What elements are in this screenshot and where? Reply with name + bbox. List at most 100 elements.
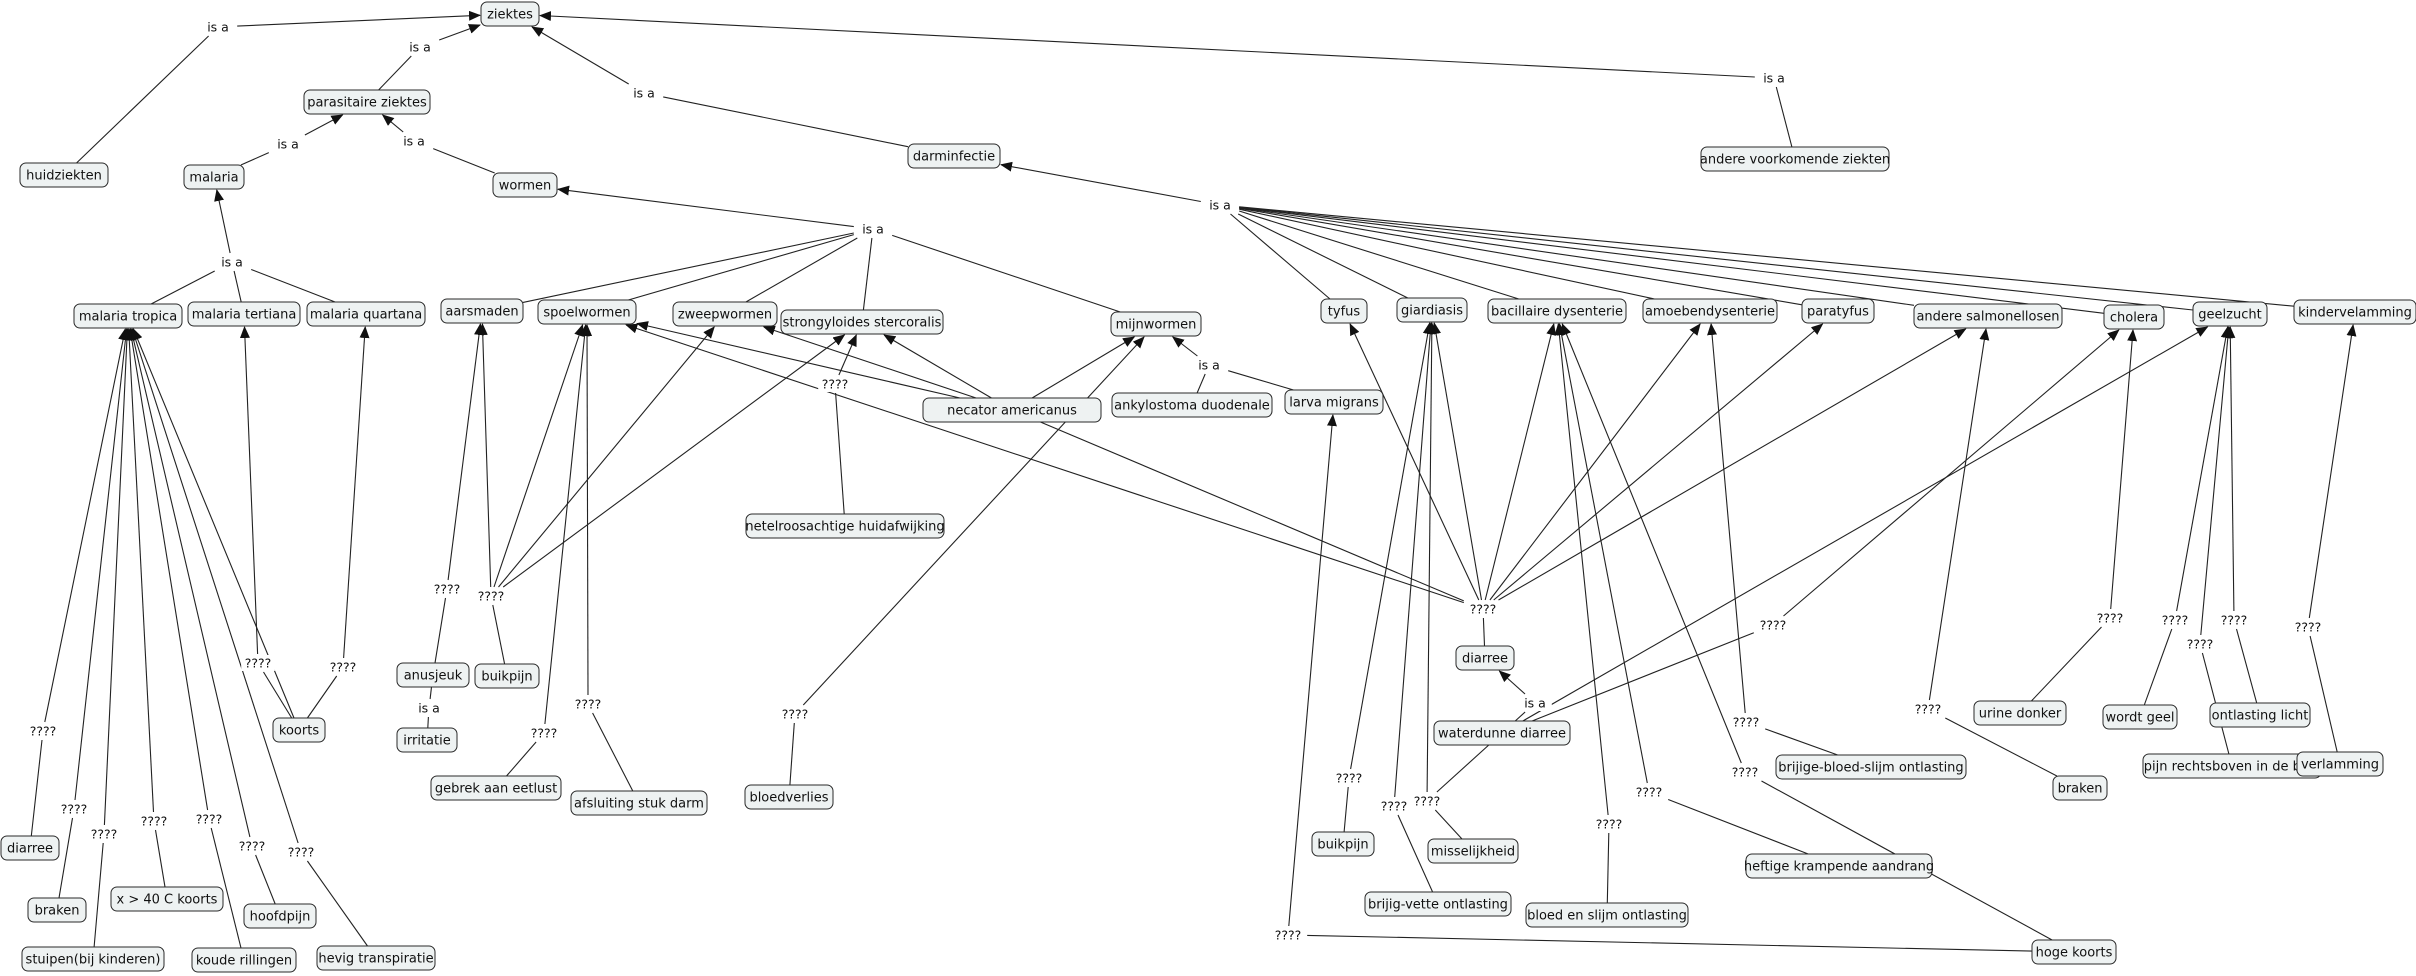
linking-phrase[interactable]: is a	[1518, 695, 1552, 711]
concept-node-parasitaire[interactable]: parasitaire ziektes	[303, 89, 431, 115]
linking-phrase[interactable]: ????	[1332, 770, 1366, 786]
concept-node-misselijkheid[interactable]: misselijkheid	[1427, 838, 1519, 864]
linking-phrase[interactable]: ????	[1410, 793, 1444, 809]
linking-phrase[interactable]: ????	[2093, 610, 2127, 626]
concept-node-pijn-rechts[interactable]: pijn rechtsboven in de buik	[2142, 753, 2322, 779]
linking-phrase[interactable]: ????	[2183, 636, 2217, 652]
concept-node-waterdunne[interactable]: waterdunne diarree	[1433, 720, 1571, 746]
linking-phrase[interactable]: is a	[271, 136, 305, 152]
linking-phrase[interactable]: ????	[1271, 927, 1305, 943]
linking-phrase[interactable]: ????	[1592, 816, 1626, 832]
concept-node-krampende[interactable]: heftige krampende aandrang	[1744, 853, 1934, 879]
linking-phrase[interactable]: ????	[326, 659, 360, 675]
linking-phrase[interactable]: ????	[137, 813, 171, 829]
concept-node-stuipen[interactable]: stuipen(bij kinderen)	[21, 946, 165, 972]
concept-node-geelzucht[interactable]: geelzucht	[2192, 301, 2268, 327]
concept-node-x40[interactable]: x > 40 C koorts	[110, 886, 224, 912]
concept-node-irritatie[interactable]: irritatie	[396, 727, 458, 753]
linking-phrase[interactable]: is a	[627, 85, 661, 101]
linking-phrase[interactable]: ????	[87, 826, 121, 842]
linking-phrase[interactable]: ????	[192, 811, 226, 827]
linking-phrase[interactable]: is a	[201, 19, 235, 35]
concept-node-huidziekten[interactable]: huidziekten	[19, 162, 109, 188]
linking-phrase[interactable]: ????	[1466, 601, 1500, 617]
concept-node-hoofdpijn[interactable]: hoofdpijn	[243, 903, 317, 929]
concept-node-necator[interactable]: necator americanus	[922, 397, 1102, 423]
linking-phrase[interactable]: is a	[403, 39, 437, 55]
concept-node-ankylostoma[interactable]: ankylostoma duodenale	[1111, 392, 1273, 418]
concept-node-larva[interactable]: larva migrans	[1284, 389, 1384, 415]
linking-phrase[interactable]: ????	[430, 581, 464, 597]
concept-node-salmonellosen[interactable]: andere salmonellosen	[1913, 303, 2063, 329]
concept-node-bloedverlies[interactable]: bloedverlies	[744, 784, 834, 810]
concept-node-diarree1[interactable]: diarree	[0, 835, 60, 861]
linking-phrase[interactable]: ????	[26, 723, 60, 739]
concept-node-bacillaire[interactable]: bacillaire dysenterie	[1487, 298, 1627, 324]
concept-node-malaria[interactable]: malaria	[183, 164, 245, 190]
concept-node-tyfus[interactable]: tyfus	[1320, 298, 1368, 324]
concept-node-netelroos[interactable]: netelroosachtige huidafwijking	[745, 513, 945, 539]
concept-node-giardiasis[interactable]: giardiasis	[1396, 297, 1468, 323]
concept-node-malaria-quartana[interactable]: malaria quartana	[306, 301, 426, 327]
linking-phrase[interactable]: ????	[2158, 612, 2192, 628]
concept-node-bloed-slijm[interactable]: bloed en slijm ontlasting	[1525, 902, 1689, 928]
concept-node-brijige-bloed[interactable]: brijige-bloed-slijm ontlasting	[1775, 754, 1967, 780]
linking-phrase[interactable]: ????	[1728, 764, 1762, 780]
linking-phrase[interactable]: ????	[241, 655, 275, 671]
concept-node-cholera[interactable]: cholera	[2103, 304, 2165, 330]
linking-phrase[interactable]: ????	[571, 696, 605, 712]
concept-node-verlamming[interactable]: verlamming	[2296, 751, 2384, 777]
linking-phrase[interactable]: ????	[235, 838, 269, 854]
concept-node-malaria-tropica[interactable]: malaria tropica	[73, 303, 183, 329]
linking-phrase[interactable]: ????	[284, 844, 318, 860]
concept-node-aarsmaden[interactable]: aarsmaden	[440, 298, 524, 324]
concept-node-afsluiting[interactable]: afsluiting stuk darm	[570, 790, 708, 816]
concept-node-ziektes[interactable]: ziektes	[480, 1, 540, 27]
concept-node-anusjeuk[interactable]: anusjeuk	[396, 662, 470, 688]
concept-node-urine[interactable]: urine donker	[1973, 700, 2067, 726]
concept-node-diarree2[interactable]: diarree	[1455, 645, 1515, 671]
concept-node-wormen[interactable]: wormen	[492, 172, 558, 198]
linking-phrase[interactable]: ????	[1729, 714, 1763, 730]
linking-phrase[interactable]: ????	[1756, 617, 1790, 633]
linking-phrase[interactable]: is a	[412, 700, 446, 716]
linking-phrase[interactable]: is a	[397, 133, 431, 149]
concept-node-buikpijn2[interactable]: buikpijn	[1311, 831, 1375, 857]
concept-node-hoge-koorts[interactable]: hoge koorts	[2031, 939, 2117, 965]
concept-node-transpiratie[interactable]: hevig transpiratie	[316, 945, 436, 971]
linking-phrase[interactable]: ????	[818, 376, 852, 392]
linking-phrase[interactable]: is a	[856, 221, 890, 237]
concept-node-ontlasting-licht[interactable]: ontlasting licht	[2209, 702, 2311, 728]
concept-node-kinderverlamming[interactable]: kindervelamming	[2293, 299, 2416, 325]
concept-node-darminfectie[interactable]: darminfectie	[907, 143, 1001, 169]
concept-node-buikpijn1[interactable]: buikpijn	[474, 663, 540, 689]
concept-node-rillingen[interactable]: koude rillingen	[191, 947, 297, 973]
concept-node-brijig-vette[interactable]: brijig-vette ontlasting	[1364, 891, 1512, 917]
linking-phrase[interactable]: ????	[1911, 701, 1945, 717]
linking-phrase[interactable]: ????	[778, 706, 812, 722]
linking-phrase[interactable]: ????	[2291, 619, 2325, 635]
concept-node-koorts[interactable]: koorts	[272, 717, 326, 743]
linking-phrase[interactable]: ????	[1377, 798, 1411, 814]
linking-phrase[interactable]: is a	[1757, 70, 1791, 86]
concept-node-malaria-tertiana[interactable]: malaria tertiana	[187, 301, 301, 327]
concept-node-mijnwormen[interactable]: mijnwormen	[1110, 311, 1202, 337]
linking-phrase[interactable]: ????	[474, 588, 508, 604]
linking-phrase[interactable]: ????	[527, 725, 561, 741]
linking-phrase[interactable]: ????	[1632, 784, 1666, 800]
concept-node-andere-voorkomende[interactable]: andere voorkomende ziekten	[1700, 146, 1890, 172]
concept-node-wordt-geel[interactable]: wordt geel	[2102, 704, 2178, 730]
concept-node-strongyloides[interactable]: strongyloides stercoralis	[780, 309, 944, 335]
concept-node-gebrek[interactable]: gebrek aan eetlust	[430, 775, 562, 801]
linking-phrase[interactable]: is a	[215, 254, 249, 270]
linking-phrase[interactable]: ????	[2217, 612, 2251, 628]
concept-node-zweepwormen[interactable]: zweepwormen	[672, 301, 778, 327]
concept-node-braken2[interactable]: braken	[2052, 775, 2108, 801]
concept-node-spoelwormen[interactable]: spoelwormen	[537, 299, 637, 325]
linking-phrase[interactable]: is a	[1203, 197, 1237, 213]
linking-phrase[interactable]: ????	[57, 801, 91, 817]
concept-node-braken1[interactable]: braken	[27, 897, 87, 923]
concept-node-paratyfus[interactable]: paratyfus	[1801, 298, 1875, 324]
concept-node-amoeben[interactable]: amoebendysenterie	[1642, 298, 1778, 324]
linking-phrase[interactable]: is a	[1192, 357, 1226, 373]
